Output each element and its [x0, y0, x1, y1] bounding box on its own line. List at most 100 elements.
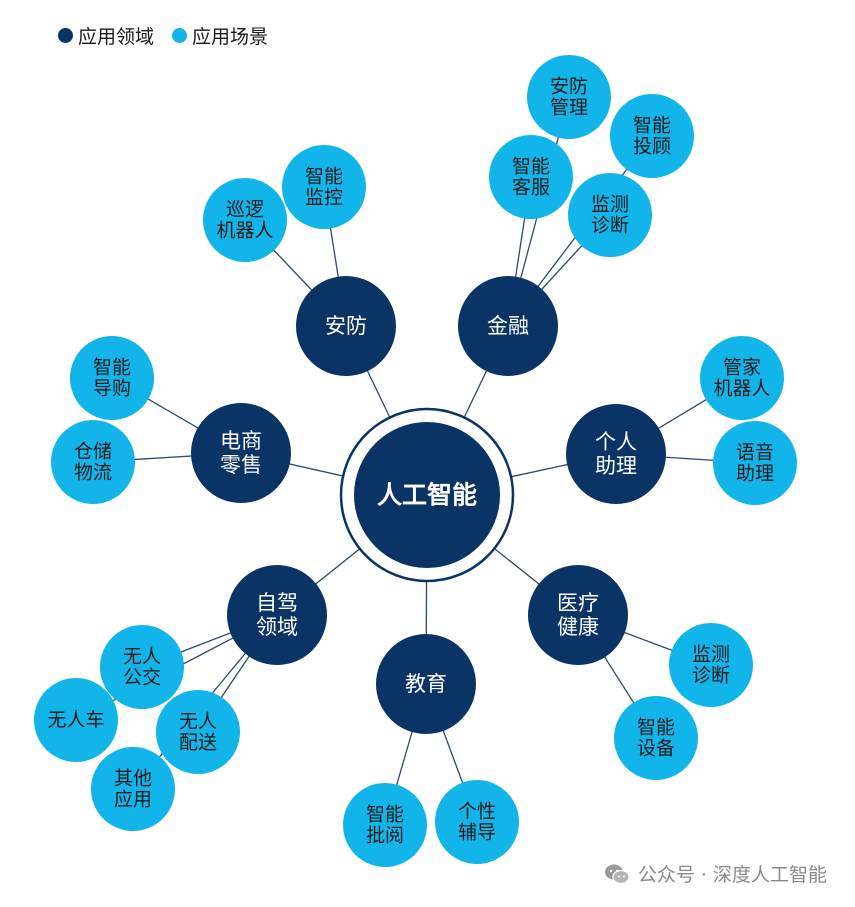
wechat-icon [604, 864, 630, 884]
scene-label: 其他 [114, 767, 152, 789]
scene-circle [614, 696, 698, 780]
scene-circle [91, 747, 175, 831]
scene-circle [156, 690, 240, 774]
scene-circle [343, 783, 427, 867]
scene-label: 无人车 [47, 709, 104, 731]
domain-label: 教育 [405, 672, 447, 696]
scene-label: 批阅 [366, 825, 404, 847]
scene-label: 客服 [512, 177, 550, 199]
domain-label: 电商 [220, 429, 262, 453]
scene-label: 管家 [723, 356, 761, 378]
scene-circle [700, 336, 784, 420]
legend: 应用领域 应用场景 [58, 22, 286, 49]
diagram-nodes: 人工智能安防巡逻机器人智能监控金融安防管理智能投顾智能客服监测诊断个人助理管家机… [34, 55, 797, 867]
domain-circle [191, 403, 291, 503]
legend-item-scene: 应用场景 [172, 22, 268, 49]
scene-label: 语音 [736, 441, 774, 463]
scene-label: 物流 [74, 462, 112, 484]
scene-label: 监控 [305, 187, 343, 209]
domain-label: 自驾 [256, 591, 298, 615]
scene-label: 配送 [179, 732, 217, 754]
domain-node-education: 教育 [376, 634, 476, 734]
scene-label: 智能 [512, 155, 550, 177]
scene-label: 巡逻 [226, 198, 264, 220]
scene-label: 智能 [637, 716, 675, 738]
scene-label: 监测 [692, 643, 730, 665]
domain-circle [566, 404, 666, 504]
domain-label: 个人 [595, 430, 637, 454]
domain-label: 领域 [256, 615, 298, 639]
scene-circle [34, 678, 118, 762]
scene-circle [669, 623, 753, 707]
scene-label: 无人 [123, 645, 161, 667]
scene-label: 智能 [633, 114, 671, 136]
scene-circle [527, 55, 611, 139]
scene-circle [568, 173, 652, 257]
scene-label: 个性 [458, 800, 496, 822]
center-circle [354, 422, 500, 568]
scene-label: 设备 [637, 738, 675, 760]
scene-circle [713, 421, 797, 505]
scene-label: 智能 [366, 803, 404, 825]
legend-item-domain: 应用领域 [58, 22, 154, 49]
scene-circle [282, 145, 366, 229]
legend-dot-icon [58, 28, 73, 43]
scene-label: 公交 [123, 667, 161, 689]
scene-circle [51, 420, 135, 504]
watermark-text: 公众号 · 深度人工智能 [637, 864, 827, 886]
scene-label: 辅导 [458, 822, 496, 844]
scene-label: 无人 [179, 710, 217, 732]
scene-circle [203, 178, 287, 262]
legend-dot-icon [172, 28, 188, 43]
domain-node-security: 安防 [296, 276, 396, 376]
domain-node-finance: 金融 [458, 276, 558, 376]
scene-circle [100, 625, 184, 709]
scene-label: 智能 [305, 165, 343, 187]
scene-circle [489, 135, 573, 219]
scene-circle [70, 336, 154, 420]
scene-label: 智能 [93, 356, 131, 378]
scene-label: 投顾 [633, 136, 671, 158]
scene-circle [435, 780, 519, 864]
domain-label: 零售 [220, 453, 262, 477]
scene-label: 诊断 [591, 215, 629, 237]
domain-label: 健康 [557, 615, 599, 639]
scene-label: 导购 [93, 378, 131, 400]
domain-label: 金融 [487, 314, 529, 338]
legend-scene-label: 应用场景 [192, 26, 269, 48]
domain-circle [376, 634, 476, 734]
watermark: 公众号 · 深度人工智能 [604, 860, 827, 887]
scene-circle [610, 94, 694, 178]
scene-label: 监测 [591, 193, 629, 215]
center-label: 人工智能 [377, 481, 477, 510]
domain-circle [458, 276, 558, 376]
scene-label: 机器人 [216, 220, 273, 242]
domain-label: 医疗 [557, 591, 599, 615]
domain-circle [528, 565, 628, 665]
domain-label: 安防 [325, 314, 367, 338]
scene-label: 安防 [550, 75, 588, 97]
scene-label: 管理 [550, 97, 588, 119]
legend-domain-label: 应用领域 [78, 26, 155, 48]
scene-label: 仓储 [74, 440, 112, 462]
domain-circle [227, 565, 327, 665]
domain-label: 助理 [595, 454, 637, 478]
